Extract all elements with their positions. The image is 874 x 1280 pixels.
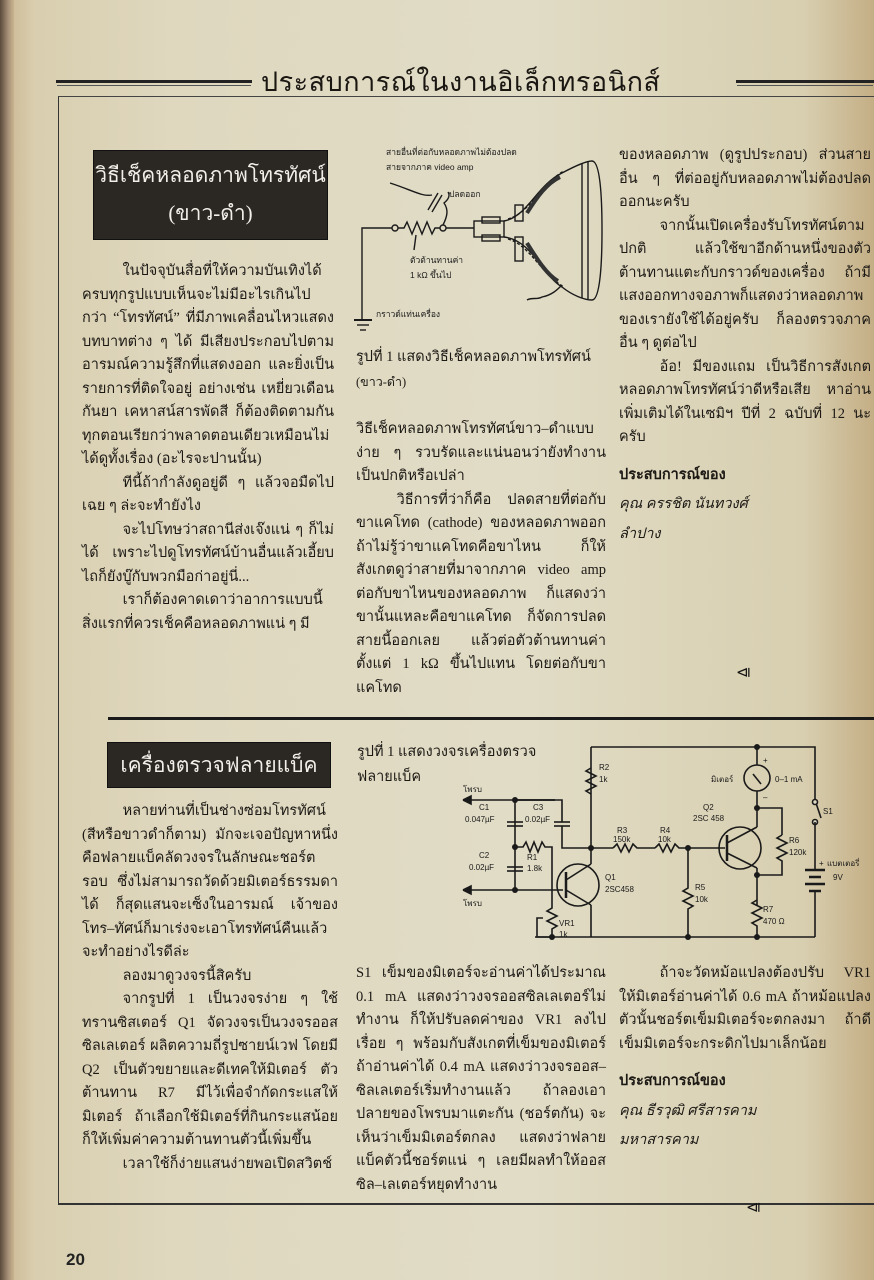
r6-label: R6 — [789, 836, 800, 845]
r4-value: 10k — [658, 835, 672, 844]
c2-label: C2 — [479, 851, 490, 860]
caption-line: ฟลายแบ็ค — [357, 769, 422, 785]
probe-label: โพรบ — [463, 898, 482, 908]
circuit-schematic: โพรบ โพรบ C1 0.047µF C3 0.02µF C2 0.02µF… — [462, 744, 860, 940]
crt-test-diagram: สายอื่นที่ต่อกับหลอดภาพไม่ต้องปลด สายจาก… — [354, 146, 603, 331]
battery-label: แบตเตอรี่ — [827, 857, 860, 868]
paragraph: จากนั้นเปิดเครื่องรับโทรทัศน์ตามปกติ แล้… — [619, 217, 871, 352]
paragraph: จากรูปที่ 1 เป็นวงจรง่าย ๆ ใช้ทรานซิสเตอ… — [82, 991, 338, 1148]
r7-value: 470 Ω — [763, 917, 785, 926]
label-other-wires: สายอื่นที่ต่อกับหลอดภาพไม่ต้องปลด — [386, 146, 517, 157]
meter-range: 0–1 mA — [775, 775, 803, 784]
paragraph: S1 เข็มของมิเตอร์จะอ่านค่าได้ประมาณ 0.1 … — [356, 965, 606, 1193]
article1-title-banner: วิธีเช็คหลอดภาพโทรทัศน์ (ขาว-ดำ) — [93, 150, 328, 240]
end-of-article-icon: ⧏ — [746, 1198, 761, 1216]
article1-title-line1: วิธีเช็คหลอดภาพโทรทัศน์ — [95, 163, 326, 187]
caption-line: รูปที่ 1 แสดงวิธีเช็คหลอดภาพโทรทัศน์ — [356, 349, 591, 365]
r2-value: 1k — [599, 775, 608, 784]
article1-column3: ของหลอดภาพ (ดูรูปประกอบ) ส่วนสายอื่น ๆ ท… — [619, 144, 871, 546]
label-video-amp-wire: สายจากภาค video amp — [386, 162, 474, 172]
paragraph: เวลาใช้ก็ง่ายแสนง่ายพอเปิดสวิตช์ — [122, 1155, 333, 1172]
paragraph: วิธีการที่ว่าก็คือ ปลดสายที่ต่อกับขาแคโท… — [356, 491, 606, 696]
header-rule-right — [736, 80, 874, 83]
c2-value: 0.02µF — [469, 863, 494, 872]
meter-label: มิเตอร์ — [711, 774, 734, 784]
vr1-value: 1k — [559, 930, 568, 939]
article1-figure: สายอื่นที่ต่อกับหลอดภาพไม่ต้องปลด สายจาก… — [352, 135, 607, 350]
label-disconnect: ปลดออก — [449, 189, 480, 199]
q1-part: 2SC458 — [605, 885, 634, 894]
r5-label: R5 — [695, 883, 706, 892]
paragraph: หลายท่านที่เป็นช่างซ่อมโทรทัศน์ (สีหรือข… — [82, 803, 338, 960]
r1-label: R1 — [527, 853, 538, 862]
article1-column2: วิธีเช็คหลอดภาพโทรทัศน์ขาว–ดำแบบง่าย ๆ ร… — [356, 418, 606, 700]
section-header: ประสบการณ์ในงานอิเล็กทรอนิกส์ — [56, 58, 874, 98]
r6-value: 120k — [789, 848, 807, 857]
c3-value: 0.02µF — [525, 815, 550, 824]
paragraph: เราก็ต้องคาดเดาว่าอาการแบบนี้สิ่งแรกที่ค… — [82, 592, 323, 632]
caption-line: รูปที่ 1 แสดงวงจรเครื่องตรวจ — [357, 744, 537, 760]
c1-label: C1 — [479, 803, 490, 812]
meter-plus: + — [763, 756, 768, 765]
article2-column3: ถ้าจะวัดหม้อแปลงต้องปรับ VR1 ให้มิเตอร์อ… — [619, 962, 871, 1153]
r4-label: R4 — [660, 826, 671, 835]
vr1-label: VR1 — [559, 919, 575, 928]
flyback-tester-circuit: โพรบ โพรบ C1 0.047µF C3 0.02µF C2 0.02µF… — [455, 740, 874, 950]
battery-plus: + — [819, 859, 824, 868]
article1-figure-caption: รูปที่ 1 แสดงวิธีเช็คหลอดภาพโทรทัศน์ (ขา… — [356, 345, 611, 395]
battery-voltage: 9V — [833, 873, 843, 882]
paragraph: จะไปโทษว่าสถานีส่งเจ๊งแน่ ๆ ก็ไม่ได้ เพร… — [82, 521, 334, 585]
header-rule-left — [56, 80, 252, 83]
article-divider — [108, 717, 874, 720]
label-resistor-value: 1 kΩ ขึ้นไป — [410, 269, 451, 280]
r1-value: 1.8k — [527, 864, 543, 873]
paragraph: อ้อ! มีของแถม เป็นวิธีการสังเกตหลอดภาพโท… — [619, 358, 871, 446]
section-title: ประสบการณ์ในงานอิเล็กทรอนิกส์ — [261, 67, 661, 98]
article1-title-line2: (ขาว-ดำ) — [168, 201, 253, 225]
article1-column1: ในปัจจุบันสื่อที่ให้ความบันเทิงได้ครบทุก… — [82, 260, 334, 636]
page-frame — [58, 96, 874, 1205]
label-resistor: ตัวต้านทานค่า — [410, 255, 463, 265]
credit-location: มหาสารคาม — [619, 1132, 699, 1148]
credit-author: คุณ ครรชิต นันทวงศ์ — [619, 496, 748, 512]
label-chassis-ground: กราวด์แท่นเครื่อง — [376, 308, 440, 319]
page-binding-edge — [0, 0, 14, 1280]
c1-value: 0.047µF — [465, 815, 495, 824]
probe-label: โพรบ — [463, 784, 482, 794]
q2-label: Q2 — [703, 803, 714, 812]
article2-column2: S1 เข็มของมิเตอร์จะอ่านค่าได้ประมาณ 0.1 … — [356, 962, 606, 1197]
credit-heading: ประสบการณ์ของ — [619, 1073, 726, 1089]
caption-line: (ขาว-ดำ) — [356, 375, 407, 389]
q2-part: 2SC 458 — [693, 814, 725, 823]
credit-heading: ประสบการณ์ของ — [619, 466, 726, 483]
article2-title: เครื่องตรวจฟลายแบ็ค — [120, 753, 318, 777]
r7-label: R7 — [763, 905, 774, 914]
meter-minus: – — [763, 793, 768, 802]
article2-figure-caption: รูปที่ 1 แสดงวงจรเครื่องตรวจ ฟลายแบ็ค — [357, 740, 537, 790]
article2-title-banner: เครื่องตรวจฟลายแบ็ค — [107, 742, 331, 788]
q1-label: Q1 — [605, 873, 616, 882]
r3-value: 150k — [613, 835, 631, 844]
paragraph: ในปัจจุบันสื่อที่ให้ความบันเทิงได้ครบทุก… — [82, 263, 334, 467]
credit-location: ลำปาง — [619, 525, 661, 542]
page-number: 20 — [66, 1250, 85, 1269]
paragraph: ลองมาดูวงจรนี้สิครับ — [122, 967, 252, 984]
switch-label: S1 — [823, 807, 833, 816]
article2-column1: หลายท่านที่เป็นช่างซ่อมโทรทัศน์ (สีหรือข… — [82, 800, 338, 1176]
paragraph: ถ้าจะวัดหม้อแปลงต้องปรับ VR1 ให้มิเตอร์อ… — [619, 965, 871, 1052]
r5-value: 10k — [695, 895, 709, 904]
c3-label: C3 — [533, 803, 544, 812]
r3-label: R3 — [617, 826, 628, 835]
credit-author: คุณ ธีรวุฒิ ศรีสารคาม — [619, 1102, 757, 1119]
end-of-article-icon: ⧏ — [736, 663, 751, 681]
r2-label: R2 — [599, 763, 610, 772]
paragraph: วิธีเช็คหลอดภาพโทรทัศน์ขาว–ดำแบบง่าย ๆ ร… — [356, 421, 606, 484]
paragraph: ทีนี้ถ้ากำลังดูอยู่ดี ๆ แล้วจอมืดไปเฉย ๆ… — [82, 474, 334, 515]
paragraph: ของหลอดภาพ (ดูรูปประกอบ) ส่วนสายอื่น ๆ ท… — [619, 147, 871, 210]
